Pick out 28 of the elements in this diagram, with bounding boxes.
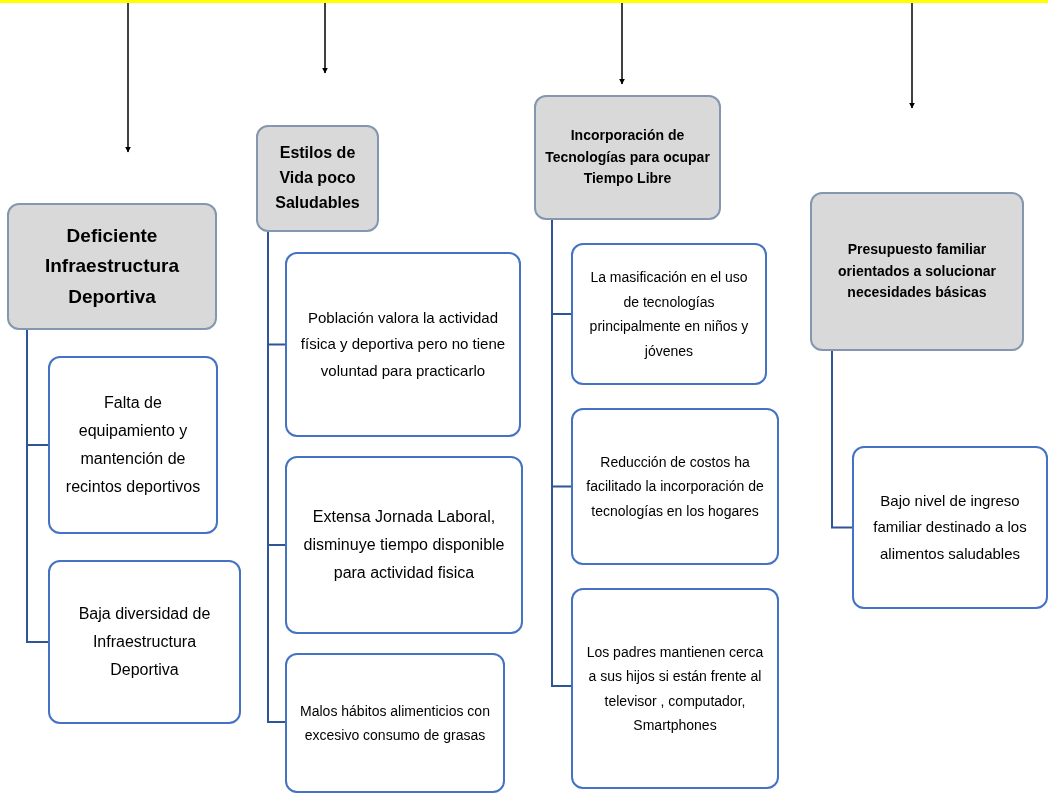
detail-box [48,356,218,534]
detail-box [48,560,241,724]
box-text: Extensa Jornada Laboral, disminuye tiempo disponible para actividad fisica [302,507,506,583]
detail-box [571,408,779,565]
box-text: Baja diversidad de Infraestructura Deportiva [77,604,212,680]
box-text: Estilos de Vida poco Saludables [274,143,361,213]
box-text: Los padres mantienen cerca a sus hijos si están frente al televisor , computador, Smartphones [585,642,765,735]
box-text: Presupuesto familiar orientados a solucionar necesidades básicas [837,239,997,303]
box-text: Reducción de costos ha facilitado la incorporación de tecnologías en los hogares [585,452,765,521]
box-text: Población valora la actividad física y deportiva pero no tiene voluntad para practicarlo [299,308,507,381]
detail-box [852,446,1048,609]
box-text: La masificación en el uso de tecnologías principalmente en niños y jóvenes [588,268,750,361]
box-text: Bajo nivel de ingreso familiar destinado a los alimentos saludables [872,491,1028,564]
detail-box [571,588,779,789]
detail-box [285,653,505,793]
box-text: Falta de equipamiento y mantención de recintos deportivos [64,393,202,497]
cause-box [7,203,217,330]
box-text: Incorporación de Tecnologías para ocupar Tiempo Libre [544,125,711,189]
cause-box [256,125,379,232]
connector-line [26,329,49,643]
detail-box [285,456,523,634]
detail-box [571,243,767,385]
connector-line [831,350,853,529]
cause-box [810,192,1024,351]
box-text: Deficiente Infraestructura Deportiva [43,223,181,309]
cause-box [534,95,721,220]
box-text: Malos hábitos alimenticios con excesivo consumo de grasas [299,701,491,745]
detail-box [285,252,521,437]
